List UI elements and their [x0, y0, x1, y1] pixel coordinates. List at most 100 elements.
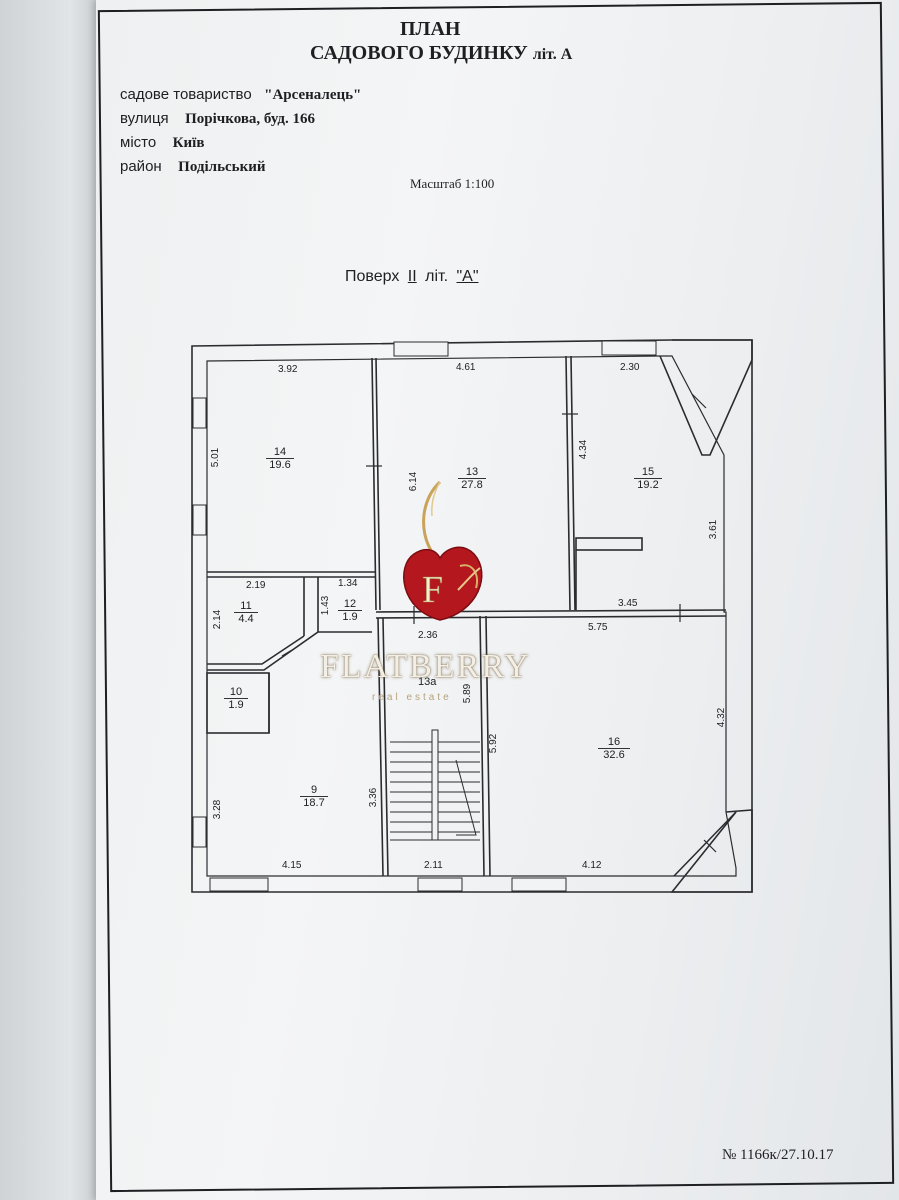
document-page [96, 0, 899, 1200]
dim-3-45: 3.45 [618, 598, 638, 609]
dim-2-11: 2.11 [424, 860, 443, 871]
room-area: 1.9 [342, 611, 358, 623]
address-line-district: район Подільський [120, 158, 266, 176]
society-value: "Арсеналець" [264, 87, 362, 103]
wall-v5b [377, 617, 384, 877]
room-15: 15 19.2 [634, 466, 662, 491]
room-number: 16 [598, 736, 630, 749]
document-number: № 1166к/27.10.17 [722, 1147, 834, 1163]
window-top-1 [393, 341, 449, 357]
window-left-1 [192, 397, 207, 429]
room-area: 4.4 [238, 613, 254, 625]
district-value: Подільський [178, 159, 266, 175]
title-suffix: літ. А [532, 46, 573, 63]
wall-v2b [570, 355, 576, 611]
dim-5-75: 5.75 [588, 622, 608, 633]
dim-3-28: 3.28 [212, 799, 224, 820]
dim-1-34: 1.34 [338, 578, 358, 589]
street-label: вулиця [120, 110, 169, 127]
bay-diagonal-top [659, 339, 753, 456]
dim-3-36: 3.36 [368, 787, 380, 808]
floor-label: Поверх II літ. "А" [345, 268, 483, 286]
brand-name: FLATBERRY [320, 648, 531, 685]
room-10: 10 1.9 [224, 686, 248, 711]
window-bottom-1 [209, 877, 269, 892]
floor-letter: "А" [456, 268, 479, 285]
window-left-2 [192, 504, 207, 536]
dim-5-01: 5.01 [210, 447, 222, 468]
bay-diag-line [673, 811, 737, 877]
floor-prefix: Поверх [345, 268, 400, 285]
room-16: 16 32.6 [598, 736, 630, 761]
room-area: 1.9 [228, 699, 244, 711]
address-line-society: садове товариство "Арсеналець" [120, 86, 361, 104]
brand-tagline: real estate [372, 692, 452, 703]
logo-initial: F [422, 569, 443, 611]
dim-2-30: 2.30 [620, 362, 640, 373]
room-number: 10 [224, 686, 248, 699]
wall-v6 [479, 615, 485, 877]
address-line-street: вулиця Порічкова, буд. 166 [120, 110, 315, 128]
room-13: 13 27.8 [458, 466, 486, 491]
address-line-city: місто Київ [120, 134, 204, 152]
title-line-2: САДОВОГО БУДИНКУ літ. А [310, 42, 572, 65]
plan-walls [191, 339, 753, 893]
left-page-edge [0, 0, 100, 1200]
title-main: САДОВОГО БУДИНКУ [310, 42, 528, 64]
window-bottom-2 [417, 877, 463, 892]
street-value: Порічкова, буд. 166 [185, 111, 315, 127]
flatberry-watermark: F FLATBERRY real estate [310, 470, 570, 720]
dim-2-14: 2.14 [212, 609, 224, 630]
bay-diagonal-bottom [670, 809, 753, 893]
room-9: 9 18.7 [300, 784, 328, 809]
floor-number: II [407, 268, 417, 285]
dim-3-61: 3.61 [708, 519, 720, 540]
stairs [390, 729, 480, 841]
wall-v1 [371, 357, 377, 611]
dim-5-92: 5.92 [488, 733, 500, 754]
room-area: 18.7 [303, 797, 325, 809]
stair-arrow [455, 759, 477, 836]
inner-wall-outline [206, 355, 737, 877]
room-12: 12 1.9 [338, 598, 362, 623]
floor-mid: літ. [425, 268, 449, 285]
room-number: 13 [458, 466, 486, 479]
room-number: 9 [300, 784, 328, 797]
wall-v5 [382, 617, 389, 877]
scale-label: Масштаб 1:100 [410, 176, 495, 191]
outer-wall-outline [191, 339, 753, 893]
wall-v2 [565, 355, 571, 611]
wall-diagonal-11b [207, 631, 319, 671]
wall-v1b [375, 357, 381, 611]
society-label: садове товариство [120, 86, 252, 103]
room-number: 15 [634, 466, 662, 479]
dim-4-12: 4.12 [582, 860, 602, 871]
city-value: Київ [172, 135, 205, 151]
cherry-logo-icon: F [403, 480, 483, 621]
dim-2-19: 2.19 [246, 580, 266, 591]
room-11: 11 4.4 [234, 600, 258, 625]
room-area: 27.8 [461, 479, 483, 491]
window-top-2 [601, 340, 657, 356]
dim-4-61: 4.61 [456, 362, 476, 373]
room-number: 12 [338, 598, 362, 611]
room-number: 14 [266, 446, 294, 459]
window-left-3 [192, 816, 207, 848]
room-14: 14 19.6 [266, 446, 294, 471]
partition-15 [575, 537, 643, 551]
city-label: місто [120, 134, 157, 151]
room-area: 19.2 [637, 479, 659, 491]
title-line-1: ПЛАН [400, 18, 461, 40]
room-13a: 13а [418, 676, 437, 688]
window-bottom-3 [511, 877, 567, 892]
windows [192, 340, 657, 892]
dim-4-32: 4.32 [716, 707, 728, 728]
door-ticks [281, 393, 717, 853]
dim-4-34: 4.34 [578, 439, 590, 460]
wall-v6b [485, 615, 491, 877]
dim-2-36: 2.36 [418, 630, 438, 641]
room-area: 32.6 [603, 749, 625, 761]
room-area: 19.6 [269, 459, 291, 471]
dim-3-92: 3.92 [278, 364, 298, 375]
